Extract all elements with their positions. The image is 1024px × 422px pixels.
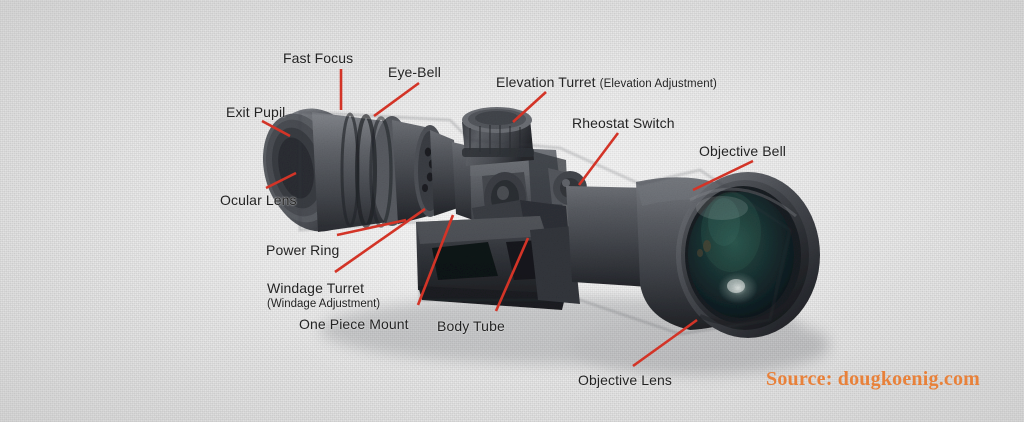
label-windage-turret: Windage Turret (Windage Adjustment) bbox=[267, 280, 380, 312]
label-body-tube: Body Tube bbox=[437, 318, 505, 334]
label-exit-pupil-text: Exit Pupil bbox=[226, 104, 286, 120]
label-objective-bell: Objective Bell bbox=[699, 143, 786, 159]
label-objective-lens: Objective Lens bbox=[578, 372, 672, 388]
label-ocular-lens-text: Ocular Lens bbox=[220, 192, 297, 208]
leader-eye-bell bbox=[373, 81, 420, 118]
leader-objective-bell bbox=[692, 159, 754, 192]
label-exit-pupil: Exit Pupil bbox=[226, 104, 285, 120]
label-body-tube-text: Body Tube bbox=[437, 318, 505, 334]
label-one-piece-mount: One Piece Mount bbox=[299, 316, 409, 332]
label-objective-bell-text: Objective Bell bbox=[699, 143, 786, 159]
label-fast-focus-text: Fast Focus bbox=[283, 50, 354, 66]
label-power-ring: Power Ring bbox=[266, 242, 339, 258]
label-one-piece-mount-text: One Piece Mount bbox=[299, 316, 409, 332]
leader-body-tube bbox=[494, 237, 530, 312]
leader-one-piece-mount bbox=[416, 214, 455, 306]
label-windage-turret-text: Windage Turret bbox=[267, 280, 365, 296]
label-windage-turret-sub: (Windage Adjustment) bbox=[267, 298, 381, 310]
label-objective-lens-text: Objective Lens bbox=[578, 372, 673, 388]
leader-objective-lens bbox=[632, 318, 698, 368]
leader-rheostat-switch bbox=[577, 132, 620, 186]
leader-power-ring bbox=[336, 218, 407, 237]
label-power-ring-text: Power Ring bbox=[266, 242, 340, 258]
label-elevation-turret: Elevation Turret (Elevation Adjustment) bbox=[496, 74, 717, 92]
label-rheostat-switch: Rheostat Switch bbox=[572, 115, 675, 131]
leader-ocular-lens bbox=[265, 171, 297, 190]
label-rheostat-switch-text: Rheostat Switch bbox=[572, 115, 675, 131]
leader-elevation-turret bbox=[512, 91, 547, 123]
label-elevation-turret-text: Elevation Turret bbox=[496, 74, 596, 90]
label-fast-focus: Fast Focus bbox=[283, 50, 353, 66]
elevation-turret-part bbox=[462, 107, 534, 166]
leader-exit-pupil bbox=[261, 119, 291, 138]
label-elevation-turret-sub: (Elevation Adjustment) bbox=[599, 78, 717, 90]
label-eye-bell: Eye-Bell bbox=[388, 64, 441, 80]
source-credit: Source: dougkoenig.com bbox=[766, 368, 981, 390]
leader-windage-turret bbox=[334, 207, 426, 274]
label-eye-bell-text: Eye-Bell bbox=[388, 64, 441, 80]
label-ocular-lens: Ocular Lens bbox=[220, 192, 297, 208]
eye-bell-assembly bbox=[262, 108, 458, 232]
